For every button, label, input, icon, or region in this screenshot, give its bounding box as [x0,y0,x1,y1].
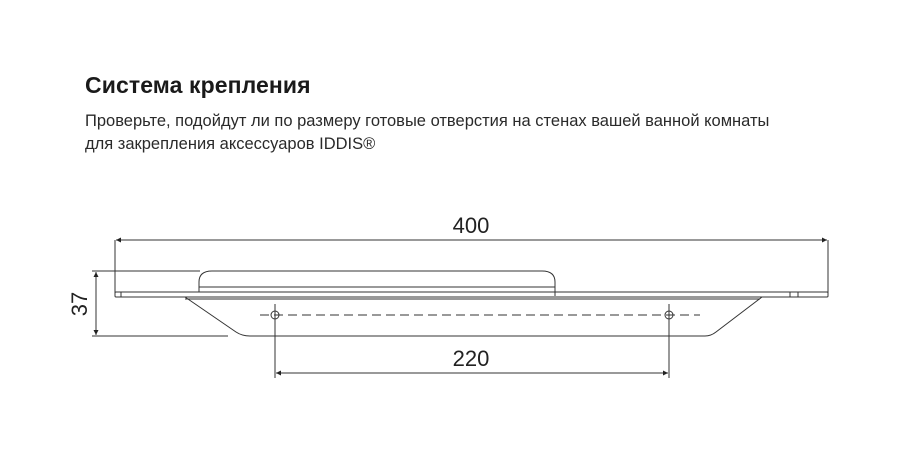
section-title: Система крепления [85,72,311,98]
mounting-holes [260,304,700,378]
section-description: Проверьте, подойдут ли по размеру готовы… [85,110,865,156]
description-line-2: для закрепления аксессуаров IDDIS® [85,135,376,153]
mounting-plate [114,291,829,298]
height-dimension-line [92,270,228,337]
hole-spacing-dimension-label: 220 [453,346,490,371]
height-dimension-label: 37 [67,292,92,316]
accessory-top-cap [198,270,556,296]
accessory-body [184,296,763,337]
description-line-1: Проверьте, подойдут ли по размеру готовы… [85,112,770,130]
width-dimension-line [114,237,829,293]
width-dimension-label: 400 [453,213,490,238]
